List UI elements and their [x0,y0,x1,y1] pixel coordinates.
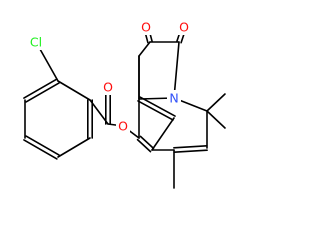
atom-labels: Cl O O O O N [25,19,191,134]
bonds [23,25,226,189]
single-bond-line [151,117,175,151]
ring-nitrogen-atom: N [167,90,181,106]
single-bond-line [173,41,180,99]
molecule-structure: Cl O O O O N [23,19,226,189]
double-bond-line [139,96,176,117]
single-bond-line [57,137,91,158]
double-bond-line [173,145,208,149]
chlorine-atom-label: Cl [30,35,42,50]
single-bond-line [206,93,226,112]
double-bond-line [136,138,152,153]
double-bond-line [23,139,58,160]
ketone-oxygen-atom-1: O [139,19,153,35]
ring-nitrogen-label: N [169,91,178,106]
double-bond-line [25,82,60,103]
double-bond-line [25,135,60,156]
double-bond-line [137,100,174,121]
single-bond-line [206,110,226,129]
chlorine-atom: Cl [25,34,47,50]
carbonyl-oxygen-label: O [103,80,113,95]
ketone-oxygen-atom-2: O [177,19,191,35]
ketone-oxygen-1-label: O [141,20,151,35]
ester-oxygen-atom: O [116,118,130,134]
single-bond-line [57,80,91,101]
ketone-oxygen-2-label: O [179,20,189,35]
double-bond-line [173,149,208,153]
carbonyl-oxygen-atom: O [101,79,115,95]
single-bond-line [138,41,151,57]
double-bond-line [23,78,58,99]
ester-oxygen-label: O [118,119,128,134]
double-bond-line [139,135,155,150]
